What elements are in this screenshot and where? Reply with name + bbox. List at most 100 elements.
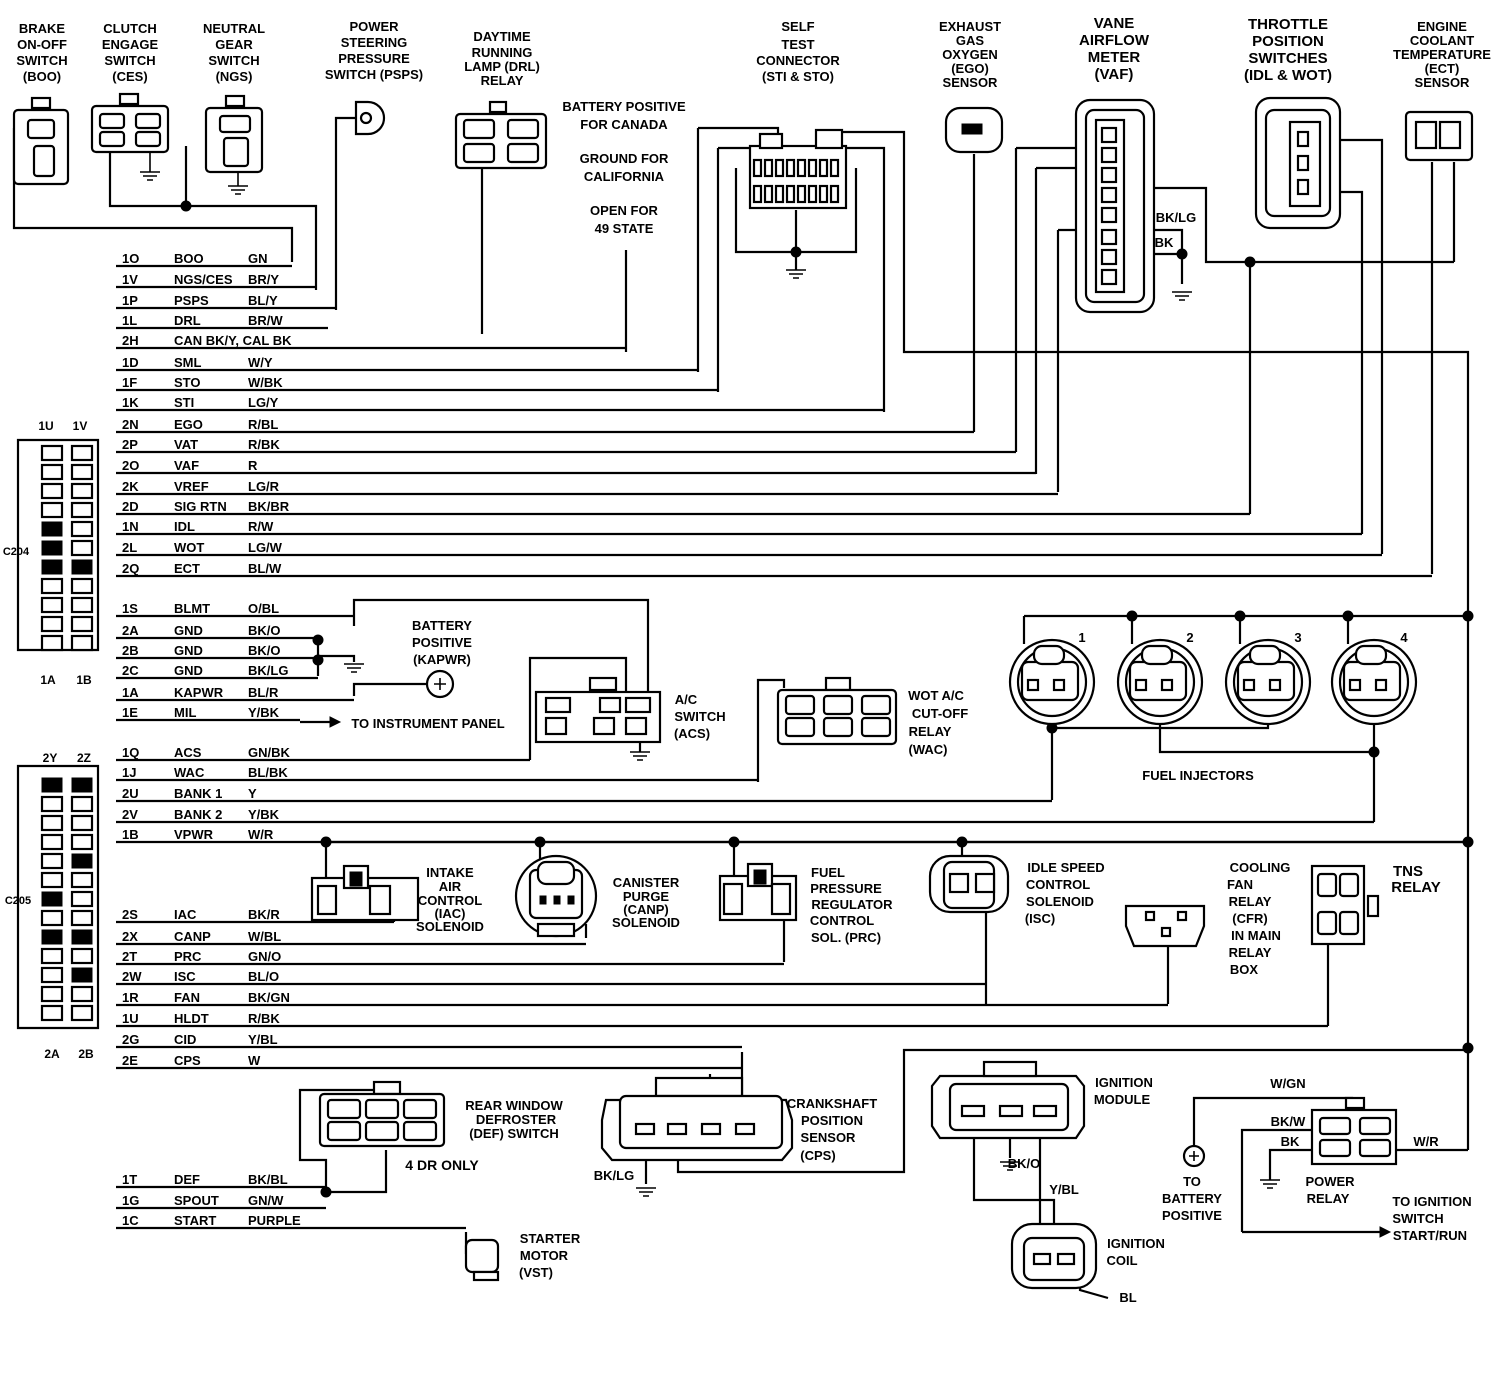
boo-switch: [12, 96, 70, 186]
connector-pin: [1100, 146, 1118, 164]
pin-signal: HLDT: [174, 1011, 209, 1026]
pin-signal: DRL: [174, 313, 201, 328]
power-relay: [1310, 1096, 1398, 1166]
canp-solenoid: [514, 854, 598, 938]
pin-wire-color: W/BK: [248, 375, 283, 390]
starter-label-3: (VST): [519, 1265, 553, 1280]
pin-wire-color: BL/R: [248, 685, 279, 700]
ngs-label-2: GEAR: [215, 37, 253, 52]
connector-cavity: [71, 929, 93, 945]
psps-label-1: POWER: [349, 19, 399, 34]
connector-cavity: [71, 559, 93, 575]
battery-positive-label-2: BATTERY: [1162, 1191, 1222, 1206]
wac-label-1: WOT A/C: [908, 688, 964, 703]
connector-pin: [763, 158, 774, 178]
def-label-3: (DEF) SWITCH: [469, 1126, 559, 1141]
drl-label-2: RUNNING: [472, 45, 533, 60]
canp-label-4: SOLENOID: [612, 915, 680, 930]
iac-label-4: (IAC): [434, 906, 465, 921]
prc-solenoid: [718, 862, 798, 922]
isc-label-4: (ISC): [1025, 911, 1055, 926]
prc-label-3: REGULATOR: [811, 897, 893, 912]
pin-id: 2X: [122, 929, 138, 944]
tns-label-2: RELAY: [1391, 879, 1440, 896]
drl-note-4: CALIFORNIA: [584, 169, 665, 184]
connector-pin: [785, 184, 796, 204]
connector-cavity: [40, 482, 64, 500]
drl-label-1: DAYTIME: [473, 29, 531, 44]
isc-label-2: CONTROL: [1026, 877, 1090, 892]
connector-pin: [829, 184, 840, 204]
self-test-label-4: (STI & STO): [762, 69, 834, 84]
pin-wire-color: BL/BK: [248, 765, 288, 780]
psps-label-2: STEERING: [341, 35, 407, 50]
connector-cavity: [40, 596, 64, 614]
connector-cavity: [70, 833, 94, 851]
pin-wire-color: R: [248, 458, 258, 473]
connector-cavity: [70, 909, 94, 927]
pin-id: 1V: [122, 272, 138, 287]
connector-pin: [807, 158, 818, 178]
kapwr-label-2: POSITIVE: [412, 635, 472, 650]
def-label-2: DEFROSTER: [476, 1112, 557, 1127]
pin-id: 2U: [122, 786, 139, 801]
connector-cavity: [40, 985, 64, 1003]
connector-cavity: [70, 539, 94, 557]
pin-signal: WAC: [174, 765, 205, 780]
wac-label-4: (WAC): [909, 742, 948, 757]
coil-wire-ybl: Y/BL: [1049, 1182, 1079, 1197]
pin-id: 2Q: [122, 561, 139, 576]
pin-wire-color: Y: [248, 786, 257, 801]
connector-cavity: [70, 1004, 94, 1022]
cps-label-1: CRANKSHAFT: [787, 1096, 877, 1111]
pin-id: 1L: [122, 313, 137, 328]
ngs-label-3: SWITCH: [208, 53, 259, 68]
power-relay-wire-wgn: W/GN: [1270, 1076, 1305, 1091]
drl-note-6: 49 STATE: [595, 221, 654, 236]
ego-sensor: [944, 106, 1004, 154]
pin-signal: BOO: [174, 251, 204, 266]
ces-label-4: (CES): [112, 69, 147, 84]
pin-wire-color: Y/BK: [248, 705, 280, 720]
ect-label-1: ENGINE: [1417, 19, 1467, 34]
ect-sensor: [1404, 110, 1474, 162]
drl-note-2: FOR CANADA: [580, 117, 668, 132]
cfr-label-5: IN MAIN: [1231, 928, 1281, 943]
pin-wire-color: R/W: [248, 519, 274, 534]
pin-signal: VREF: [174, 479, 209, 494]
connector-cavity: [70, 596, 94, 614]
pin-id: 1Q: [122, 745, 139, 760]
connector-cavity: [40, 501, 64, 519]
ego-label-1: EXHAUST: [939, 19, 1001, 34]
pin-wire-color: PURPLE: [248, 1213, 301, 1228]
injector-number: 1: [1078, 630, 1085, 645]
connector-cavity: [41, 540, 63, 556]
pin-signal: VAT: [174, 437, 198, 452]
connector-cavity: [70, 795, 94, 813]
connector-cavity: [70, 615, 94, 633]
pin-wire-color: Y/BK: [248, 807, 280, 822]
pin-id: 1A: [122, 685, 139, 700]
connector-pin: [818, 158, 829, 178]
injector-number: 3: [1294, 630, 1301, 645]
pin-wire-color: GN: [248, 251, 268, 266]
drl-relay: [454, 100, 548, 170]
pin-wire-color: GN/BK: [248, 745, 291, 760]
connector-pin: [1100, 186, 1118, 204]
injector-number: 2: [1186, 630, 1193, 645]
self-test-label-1: SELF: [781, 19, 814, 34]
iac-solenoid: [310, 864, 420, 922]
pin-id: 2A: [122, 623, 139, 638]
connector-cavity: [40, 833, 64, 851]
cps-label-4: (CPS): [800, 1148, 835, 1163]
c204-connector: [16, 438, 100, 652]
pin-id: 1G: [122, 1193, 139, 1208]
ignition-module: [930, 1060, 1086, 1140]
cfr-label-4: (CFR): [1232, 911, 1267, 926]
cps-label-3: SENSOR: [801, 1130, 857, 1145]
boo-label-4: (BOO): [23, 69, 61, 84]
c205-name: C205: [5, 895, 31, 907]
pin-id: 1C: [122, 1213, 139, 1228]
harness-wires: [116, 264, 1468, 1230]
